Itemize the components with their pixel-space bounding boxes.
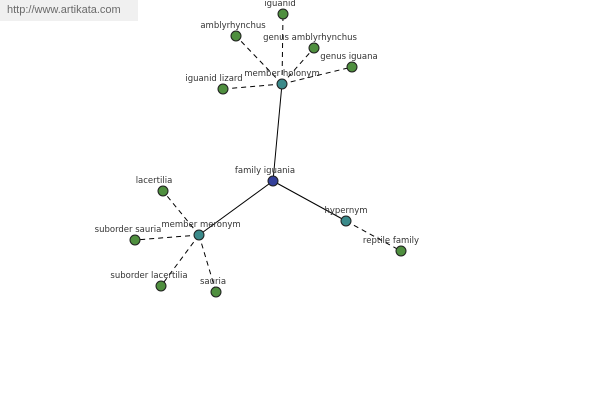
edge-holonym-genus-iguana: [281, 66, 353, 85]
edge-holonym-iguanid-lizard: [222, 83, 283, 90]
edge-holonym-amblyrhynchus: [235, 35, 283, 85]
edge-holonym-iguanid: [281, 13, 284, 85]
edge-holonym-genus-amblyrhynchus: [281, 47, 315, 85]
edge-meronym-lacertilia: [162, 190, 200, 236]
labels: family iguania member holonym member mer…: [95, 0, 419, 287]
edge-meronym-suborder-lacertilia: [160, 234, 200, 287]
edges: [134, 13, 402, 293]
node-suborder-sauria[interactable]: [129, 234, 141, 246]
node-reptile-family[interactable]: [395, 245, 407, 257]
label-family-iguania: family iguania: [235, 166, 295, 176]
edge-meronym-suborder-sauria: [134, 234, 200, 241]
node-genus-iguana[interactable]: [346, 61, 358, 73]
label-hypernym: hypernym: [324, 206, 367, 216]
label-genus-amblyrhynchus: genus amblyrhynchus: [263, 33, 357, 43]
edge-center-meronym: [198, 180, 274, 236]
edge-center-hypernym: [272, 180, 347, 222]
node-lacertilia[interactable]: [157, 185, 169, 197]
node-amblyrhynchus[interactable]: [230, 30, 242, 42]
label-genus-iguana: genus iguana: [320, 52, 377, 62]
label-member-holonym: member holonym: [244, 69, 319, 79]
node-suborder-lacertilia[interactable]: [155, 280, 167, 292]
node-iguanid-lizard[interactable]: [217, 83, 229, 95]
node-member-meronym[interactable]: [193, 229, 205, 241]
node-family-iguania[interactable]: [267, 175, 279, 187]
label-iguanid-lizard: iguanid lizard: [185, 74, 242, 84]
edge-meronym-sauria: [198, 234, 217, 293]
label-lacertilia: lacertilia: [136, 176, 173, 186]
label-suborder-sauria: suborder sauria: [95, 225, 162, 235]
watermark: http://www.artikata.com: [0, 0, 138, 21]
nodes: [129, 8, 407, 298]
edge-center-holonym: [272, 83, 283, 182]
label-member-meronym: member meronym: [161, 220, 240, 230]
node-hypernym[interactable]: [340, 215, 352, 227]
label-iguanid: iguanid: [264, 0, 296, 9]
node-member-holonym[interactable]: [276, 78, 288, 90]
label-amblyrhynchus: amblyrhynchus: [200, 21, 266, 31]
node-iguanid[interactable]: [277, 8, 289, 20]
edge-hypernym-reptile-family: [345, 220, 402, 252]
label-suborder-lacertilia: suborder lacertilia: [110, 271, 187, 281]
node-sauria[interactable]: [210, 286, 222, 298]
label-sauria: sauria: [200, 277, 226, 287]
node-genus-amblyrhynchus[interactable]: [308, 42, 320, 54]
label-reptile-family: reptile family: [363, 236, 419, 246]
